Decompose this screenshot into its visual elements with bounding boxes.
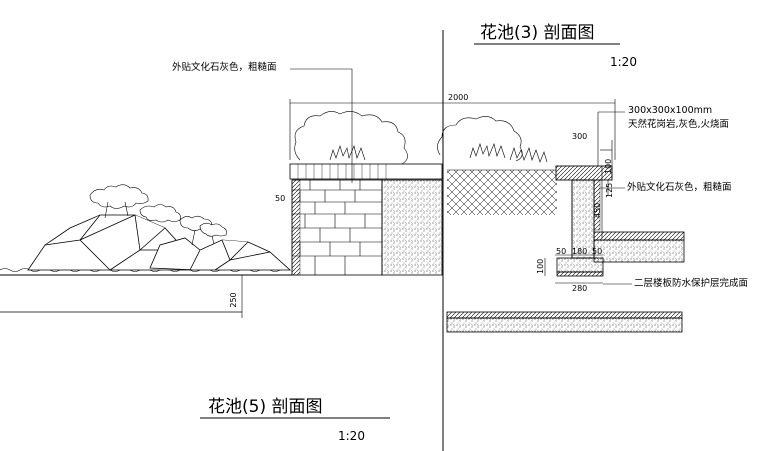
dim-50b-text: 50 bbox=[556, 247, 566, 256]
wall-footing bbox=[556, 257, 604, 277]
dim-250-text: 250 bbox=[229, 292, 238, 307]
right-section-title: 花池(3) 剖面图 bbox=[480, 23, 594, 43]
right-dimensions bbox=[544, 112, 613, 284]
left-title-block: 花池(5) 剖面图 1:20 bbox=[200, 397, 390, 443]
granite-size-text: 300x300x100mm bbox=[628, 105, 712, 116]
callout-stone-right: 外贴文化石灰色，粗糙面 bbox=[600, 181, 732, 193]
dim-125-text: 125 bbox=[605, 183, 614, 198]
dim-2000-text: 2000 bbox=[448, 93, 468, 102]
planter-wall-right bbox=[571, 179, 601, 259]
decorative-rocks bbox=[27, 214, 292, 271]
right-title-block: 花池(3) 剖面图 1:20 bbox=[474, 23, 637, 69]
waterproof-text: 二层楼板防水保护层完成面 bbox=[634, 277, 748, 289]
planter-wall bbox=[289, 163, 443, 276]
planter-shrubs bbox=[294, 111, 548, 165]
granite-desc-text: 天然花岗岩,灰色,火烧面 bbox=[628, 118, 729, 130]
right-section-scale: 1:20 bbox=[610, 55, 637, 69]
dim-300-text: 300 bbox=[572, 132, 587, 141]
dim-50c-text: 50 bbox=[592, 247, 602, 256]
dim-180-text: 180 bbox=[572, 247, 587, 256]
decorative-trees bbox=[89, 184, 227, 246]
callout-waterproof: 二层楼板防水保护层完成面 bbox=[603, 277, 748, 289]
dim-450-text: 450 bbox=[593, 203, 602, 218]
dim-100-text: 100 bbox=[604, 159, 613, 174]
ground-left bbox=[0, 268, 292, 313]
left-section-title: 花池(5) 剖面图 bbox=[208, 397, 322, 417]
dim-50-text: 50 bbox=[275, 194, 285, 203]
stone-right-text: 外贴文化石灰色，粗糙面 bbox=[627, 181, 732, 193]
callout-granite: 300x300x100mm 天然花岗岩,灰色,火烧面 bbox=[598, 105, 729, 130]
floor-slab bbox=[446, 311, 683, 333]
dim-250: 250 bbox=[229, 275, 243, 318]
dim-2000: 2000 bbox=[289, 93, 616, 160]
left-section-scale: 1:20 bbox=[338, 429, 365, 443]
stone-left-text: 外贴文化石灰色，粗糙面 bbox=[172, 61, 277, 73]
soil-fill bbox=[447, 170, 557, 215]
callout-stone-left: 外贴文化石灰色，粗糙面 bbox=[172, 61, 353, 183]
upper-slab bbox=[593, 231, 685, 263]
dim-280-text: 280 bbox=[572, 284, 587, 293]
dim-100b-text: 100 bbox=[536, 259, 545, 274]
